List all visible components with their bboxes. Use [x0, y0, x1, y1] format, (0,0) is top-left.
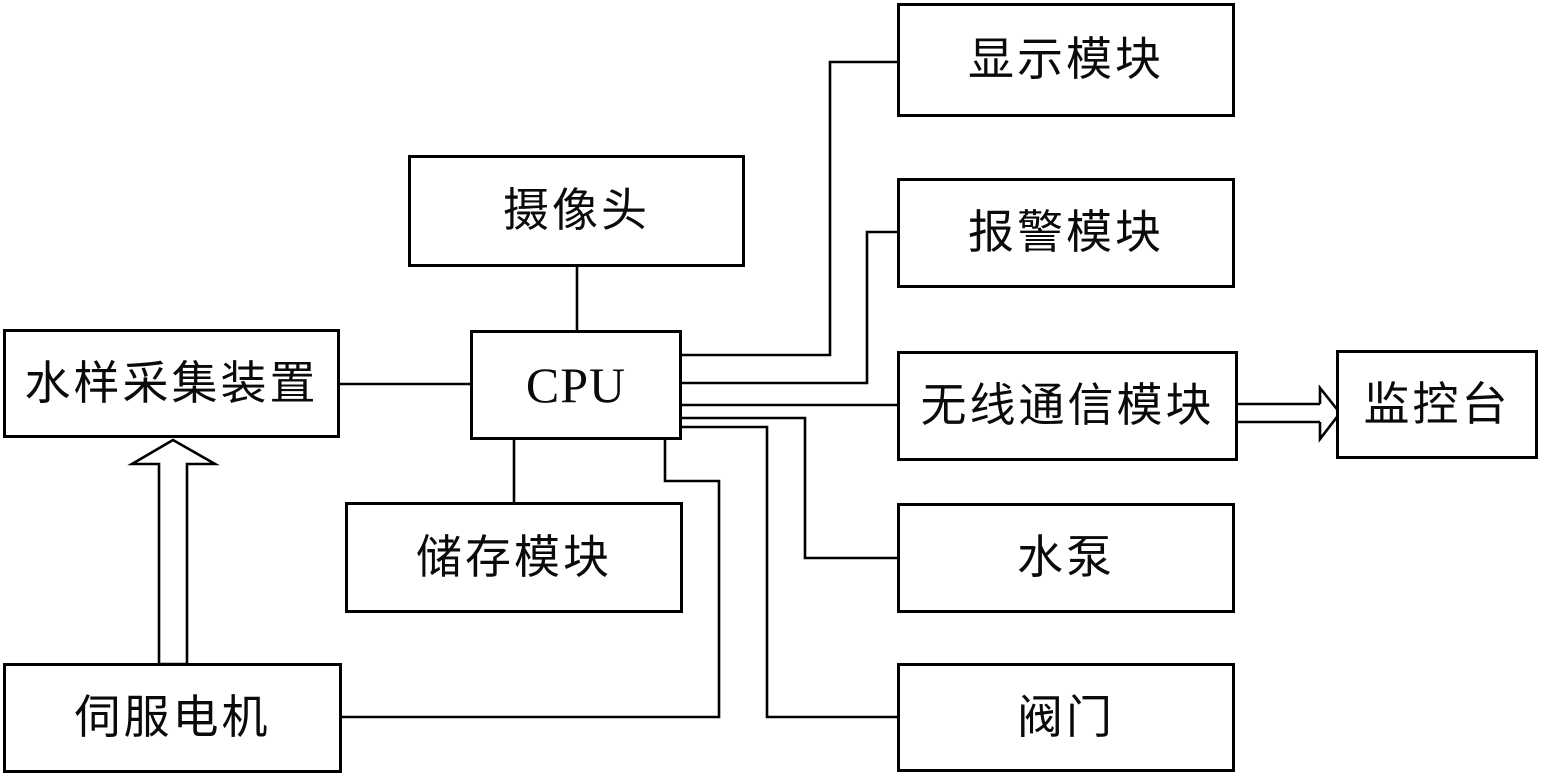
node-valve-label: 阀门 [1017, 691, 1115, 743]
node-cpu-label: CPU [525, 357, 627, 413]
node-monitor: 监控台 [1336, 350, 1538, 459]
edge-cpu-pump [682, 416, 897, 560]
node-servo-motor: 伺服电机 [3, 663, 342, 773]
node-alarm-label: 报警模块 [968, 207, 1164, 258]
node-display-label: 显示模块 [968, 34, 1164, 85]
node-valve: 阀门 [897, 663, 1235, 772]
node-pump-label: 水泵 [1017, 532, 1115, 583]
node-storage-label: 储存模块 [416, 531, 612, 583]
node-wireless-label: 无线通信模块 [920, 380, 1215, 431]
edge-wireless-monitor-shaft [1238, 402, 1320, 424]
node-pump: 水泵 [897, 503, 1235, 613]
edge-cpu-display [682, 60, 897, 357]
node-display: 显示模块 [897, 3, 1235, 117]
edge-servo-sampler-hollow-arrow [127, 438, 220, 666]
node-water-sampler: 水样采集装置 [3, 329, 340, 438]
edge-cpu-alarm [682, 230, 897, 385]
node-camera: 摄像头 [408, 155, 745, 267]
edge-servo-cpu [342, 440, 721, 719]
node-camera-label: 摄像头 [503, 185, 650, 236]
node-wireless: 无线通信模块 [897, 351, 1238, 461]
node-cpu: CPU [470, 330, 682, 440]
node-water-sampler-label: 水样采集装置 [24, 357, 319, 409]
node-storage: 储存模块 [345, 502, 683, 613]
edge-cpu-valve [682, 425, 897, 719]
node-alarm: 报警模块 [897, 178, 1235, 288]
node-servo-motor-label: 伺服电机 [74, 692, 271, 743]
node-monitor-label: 监控台 [1363, 378, 1511, 430]
